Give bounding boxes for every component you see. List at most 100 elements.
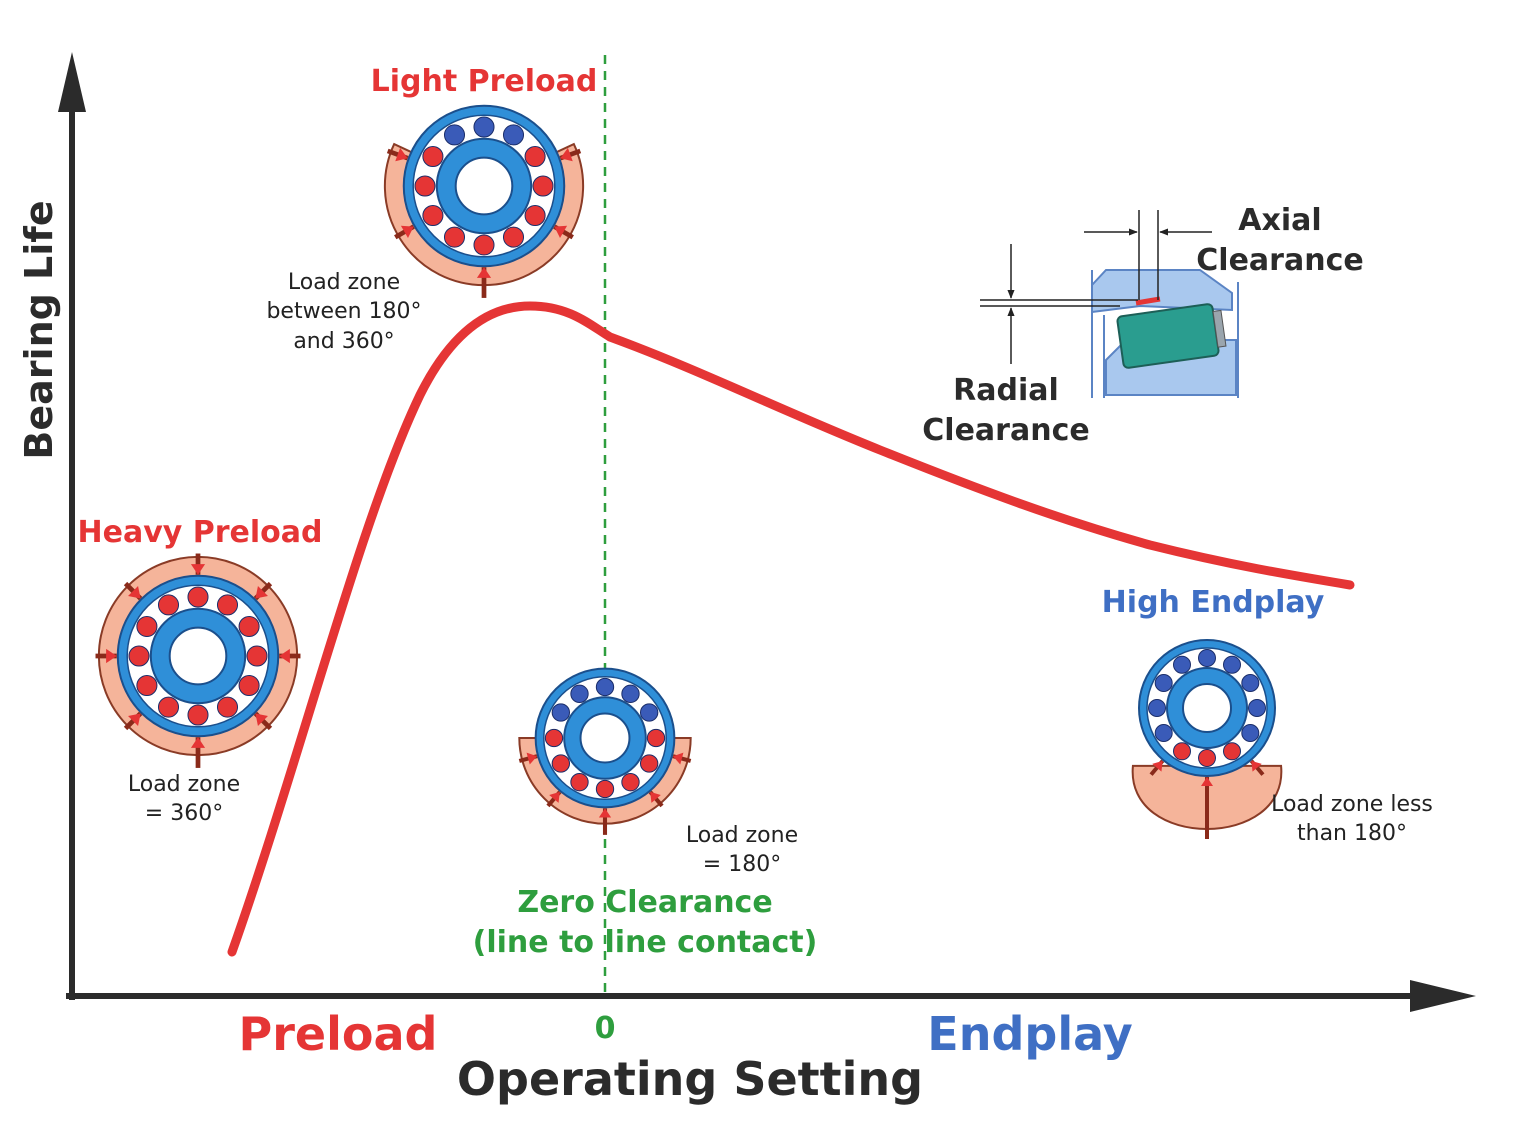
axes bbox=[58, 52, 1476, 1012]
load-arrowhead bbox=[526, 752, 538, 765]
ball bbox=[639, 754, 659, 773]
ball bbox=[136, 674, 158, 697]
light-preload-caption-3: and 360° bbox=[293, 329, 394, 354]
high-endplay-bearing bbox=[1131, 639, 1283, 839]
ball bbox=[422, 145, 444, 168]
ball bbox=[524, 145, 546, 168]
load-arrowhead bbox=[1251, 760, 1262, 772]
ball bbox=[532, 175, 554, 197]
ball bbox=[1154, 674, 1173, 692]
heavy-preload-bearing bbox=[95, 553, 301, 768]
ball bbox=[136, 615, 158, 638]
ball bbox=[1241, 724, 1260, 742]
load-arrowhead bbox=[650, 791, 661, 803]
load-arrowhead bbox=[672, 752, 684, 765]
load-arrowhead bbox=[190, 737, 206, 748]
ball bbox=[1241, 674, 1260, 692]
load-arrowhead bbox=[554, 225, 568, 239]
ball bbox=[551, 754, 571, 773]
axial-clearance-label-1: Axial bbox=[1238, 203, 1321, 238]
load-arrowhead bbox=[395, 147, 408, 162]
ball bbox=[1223, 655, 1241, 674]
load-arrowhead bbox=[190, 564, 206, 575]
ball bbox=[1154, 724, 1173, 742]
inset-roller bbox=[1116, 303, 1227, 369]
inset-clearance-strip bbox=[1135, 296, 1161, 306]
zero-clearance-title: Zero Clearance bbox=[517, 885, 772, 920]
ball bbox=[621, 684, 640, 704]
ball bbox=[128, 645, 150, 667]
ball bbox=[473, 116, 495, 138]
ball bbox=[1148, 699, 1166, 717]
light-preload-caption-2: between 180° bbox=[266, 299, 421, 324]
x-axis-arrowhead bbox=[1410, 980, 1476, 1012]
x-axis-preload-label: Preload bbox=[239, 1007, 438, 1061]
load-arrowhead bbox=[128, 713, 141, 726]
load-arrowhead bbox=[400, 225, 414, 239]
ball bbox=[473, 234, 495, 256]
load-arrowhead bbox=[476, 267, 492, 278]
light-preload-caption-1: Load zone bbox=[288, 270, 400, 295]
radial-clearance-label-1: Radial bbox=[953, 373, 1059, 408]
ball bbox=[502, 226, 525, 248]
ball bbox=[443, 124, 466, 146]
zero-clearance-bearing bbox=[518, 667, 692, 835]
load-arrowhead bbox=[128, 586, 141, 599]
ball bbox=[1173, 742, 1191, 761]
ball bbox=[1248, 699, 1266, 717]
high-endplay-caption-1: Load zone less bbox=[1271, 792, 1433, 817]
light-preload-title: Light Preload bbox=[371, 64, 598, 99]
ball bbox=[246, 645, 268, 667]
high-endplay-title: High Endplay bbox=[1102, 585, 1325, 620]
ball bbox=[1198, 749, 1216, 767]
ball bbox=[639, 703, 659, 722]
ball bbox=[544, 728, 564, 748]
load-arrowhead bbox=[560, 147, 573, 162]
ball bbox=[157, 594, 180, 616]
ball bbox=[238, 615, 260, 638]
ball bbox=[1198, 649, 1216, 667]
load-arrowhead bbox=[255, 713, 268, 726]
bore bbox=[1182, 683, 1232, 733]
y-axis-label: Bearing Life bbox=[17, 200, 61, 459]
ball bbox=[621, 772, 640, 792]
high-endplay-caption-2: than 180° bbox=[1297, 821, 1407, 846]
ball bbox=[157, 696, 180, 718]
load-arrowhead bbox=[598, 808, 612, 818]
bore bbox=[454, 156, 514, 216]
axial-clearance-label-2: Clearance bbox=[1196, 243, 1363, 278]
zero-clearance-caption-2: = 180° bbox=[703, 852, 781, 877]
x-axis-label: Operating Setting bbox=[457, 1052, 923, 1106]
ball bbox=[422, 204, 444, 227]
load-arrowhead bbox=[1152, 760, 1163, 772]
x-axis-endplay-label: Endplay bbox=[927, 1007, 1132, 1061]
ball bbox=[238, 674, 260, 697]
heavy-preload-caption-2: = 360° bbox=[145, 801, 223, 826]
ball bbox=[1173, 655, 1191, 674]
ball bbox=[502, 124, 525, 146]
ball bbox=[216, 594, 239, 616]
bearing-life-curve bbox=[227, 301, 1355, 957]
load-arrowhead bbox=[279, 648, 290, 664]
ball bbox=[216, 696, 239, 718]
light-preload-bearing bbox=[383, 104, 585, 298]
ball bbox=[187, 704, 209, 726]
load-arrowhead bbox=[549, 791, 560, 803]
zero-clearance-caption-1: Load zone bbox=[686, 823, 798, 848]
ball bbox=[443, 226, 466, 248]
load-arrowhead bbox=[255, 586, 268, 599]
heavy-preload-title: Heavy Preload bbox=[78, 515, 323, 550]
inset-cup bbox=[1091, 269, 1233, 314]
ball bbox=[414, 175, 436, 197]
ball bbox=[646, 728, 666, 748]
load-arrowhead bbox=[1201, 777, 1213, 786]
y-axis-arrowhead bbox=[58, 52, 86, 112]
bore bbox=[168, 626, 228, 686]
ball bbox=[595, 677, 615, 697]
zero-clearance-subtitle: (line to line contact) bbox=[473, 925, 818, 960]
bore bbox=[579, 712, 631, 764]
load-arrowhead bbox=[106, 648, 117, 664]
ball bbox=[551, 703, 571, 722]
ball bbox=[524, 204, 546, 227]
